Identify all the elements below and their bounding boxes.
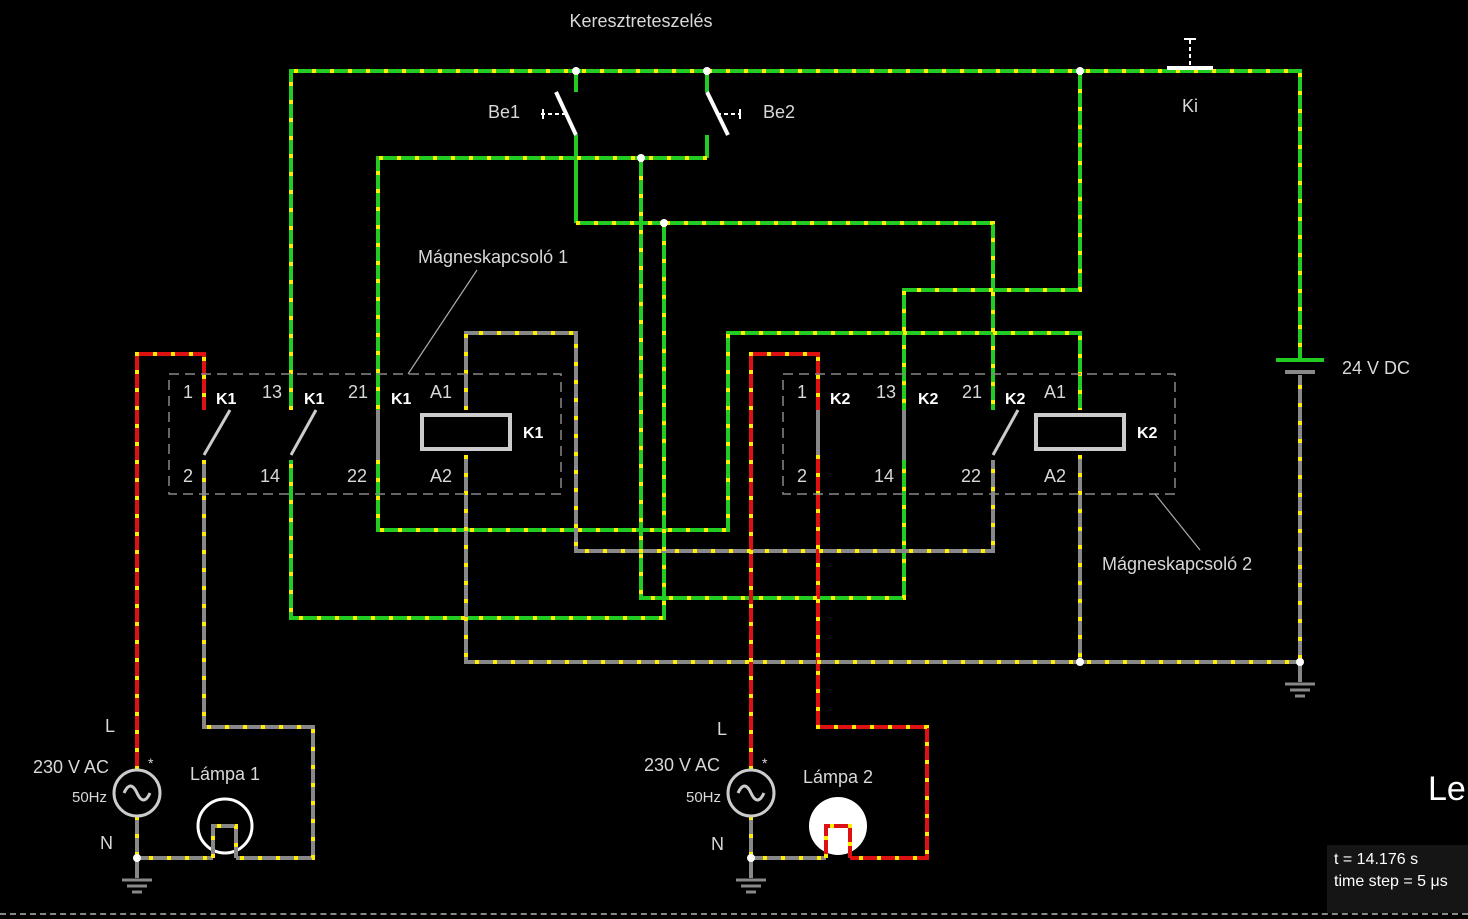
- k2-pin-a2: A2: [1044, 466, 1066, 486]
- k1-coil-label: K1: [523, 425, 544, 442]
- k2-coil-label: K2: [1137, 425, 1158, 442]
- simulation-status: t = 14.176 s time step = 5 μs: [1327, 845, 1468, 913]
- k2-pin-13: 13: [876, 382, 896, 402]
- lamp-2-label: Lámpa 2: [803, 767, 873, 787]
- k2-contact-13-label: K2: [918, 391, 939, 408]
- contactor-1[interactable]: [168, 373, 562, 495]
- bottom-divider: [0, 913, 1468, 915]
- sim-timestep: time step = 5 μs: [1334, 873, 1448, 890]
- ac-source-2-label: 230 V AC: [644, 755, 720, 775]
- k1-pin-a1: A1: [430, 382, 452, 402]
- k1-pin-2: 2: [183, 466, 193, 486]
- k2-contact-1-label: K2: [830, 391, 851, 408]
- contact-k1-1: [202, 409, 232, 456]
- k2-pin-1: 1: [797, 382, 807, 402]
- current-dots: [135, 69, 1302, 860]
- green-wires: [289, 69, 1302, 620]
- battery-icon[interactable]: [1276, 358, 1324, 374]
- ac-freq-1-label: 50Hz: [72, 789, 107, 806]
- contact-k1-13: [289, 409, 318, 456]
- ac-source-1-label: 230 V AC: [33, 757, 109, 777]
- phase-l-2: L: [717, 719, 727, 739]
- k1-pin-1: 1: [183, 382, 193, 402]
- k1-pin-21: 21: [348, 382, 368, 402]
- k1-pin-14: 14: [260, 466, 280, 486]
- label-24vdc: 24 V DC: [1342, 358, 1410, 378]
- phase-l-1: L: [105, 716, 115, 736]
- coil-icon: [1034, 413, 1126, 451]
- switch-ki[interactable]: [1167, 38, 1213, 70]
- k2-pin-14: 14: [874, 466, 894, 486]
- ground-icon: [122, 682, 1315, 894]
- coil-icon: [420, 413, 512, 451]
- label-be2: Be2: [763, 102, 795, 122]
- k1-contact-1-label: K1: [216, 391, 237, 408]
- lamp-1[interactable]: [196, 797, 254, 858]
- junctions: [133, 67, 1304, 862]
- lamp-icon: [196, 797, 254, 855]
- ac-freq-2-label: 50Hz: [686, 789, 721, 806]
- k2-contact-21-label: K2: [1005, 391, 1026, 408]
- label-contactor-2: Mágneskapcsoló 2: [1102, 554, 1252, 574]
- label-contactor-1: Mágneskapcsoló 1: [418, 247, 568, 267]
- k2-pin-21: 21: [962, 382, 982, 402]
- sim-time: t = 14.176 s: [1334, 851, 1419, 868]
- ac-star-2: *: [762, 755, 768, 771]
- ac-source-2[interactable]: [726, 768, 776, 818]
- k1-contact-21-label: K1: [391, 391, 412, 408]
- leader-line-1: [407, 269, 478, 375]
- lamp-2[interactable]: [809, 797, 867, 858]
- contactor-2[interactable]: [782, 373, 1176, 495]
- k2-pin-22: 22: [961, 466, 981, 486]
- switch-be1[interactable]: [541, 91, 578, 136]
- leader-line-2: [1154, 493, 1201, 551]
- ac-star-1: *: [148, 755, 154, 771]
- neutral-n-1: N: [100, 833, 113, 853]
- neutral-n-2: N: [711, 834, 724, 854]
- k2-pin-a1: A1: [1044, 382, 1066, 402]
- k1-pin-22: 22: [347, 466, 367, 486]
- diagram-title: Keresztreteszelés: [569, 11, 712, 31]
- contact-k2-21: [991, 409, 1020, 456]
- lamp-1-label: Lámpa 1: [190, 764, 260, 784]
- k2-pin-2: 2: [797, 466, 807, 486]
- ac-source-icon: [726, 768, 776, 818]
- label-be1: Be1: [488, 102, 520, 122]
- label-ki: Ki: [1182, 96, 1198, 116]
- k1-pin-a2: A2: [430, 466, 452, 486]
- ac-source-1[interactable]: [112, 768, 162, 818]
- k1-contact-13-label: K1: [304, 391, 325, 408]
- overflow-label: Le: [1428, 770, 1466, 808]
- switch-be2[interactable]: [705, 91, 741, 136]
- ac-source-icon: [112, 768, 162, 818]
- k1-pin-13: 13: [262, 382, 282, 402]
